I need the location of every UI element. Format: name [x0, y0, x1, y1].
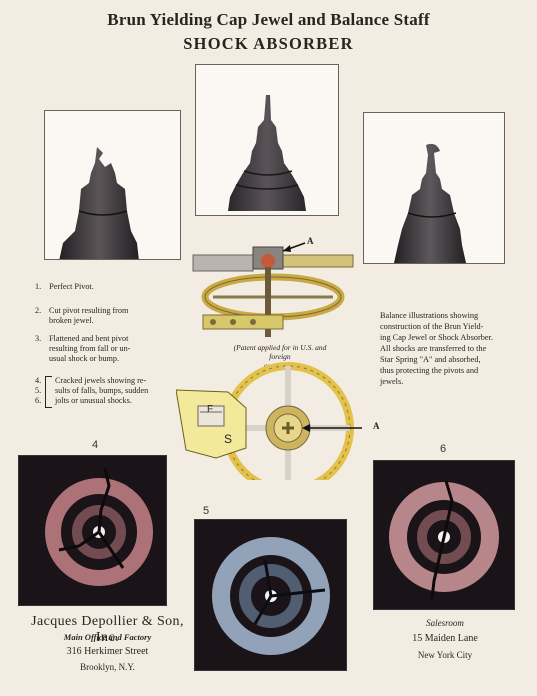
cracked-jewel-photo-5 — [194, 519, 347, 671]
main-office-street: 316 Herkimer Street — [66, 646, 149, 657]
description-line-5: Star Spring "A" and absorbed, — [380, 355, 481, 364]
legend-number-4: 4. — [35, 376, 42, 385]
legend-bracket — [45, 376, 52, 408]
legend-item-1-number: 1. — [35, 282, 42, 291]
salesroom-street: 15 Maiden Lane — [412, 633, 478, 644]
legend-item-456-line2: sults of falls, bumps, sudden — [55, 386, 149, 395]
description-line-4: All shocks are transferred to the — [380, 344, 487, 353]
regulator-s-label: S — [224, 432, 233, 446]
page-title: Brun Yielding Cap Jewel and Balance Staf… — [107, 10, 430, 29]
main-office-city: Brooklyn, N.Y. — [80, 662, 135, 672]
callout-a-top: A — [307, 236, 314, 246]
cracked-jewel-photo-4 — [18, 455, 167, 606]
salesroom-label: Salesroom — [426, 618, 464, 628]
legend-item-456-line3: jolts or unusual shocks. — [55, 396, 132, 405]
balance-cross-section-illustration — [183, 225, 363, 345]
legend-item-3-line2: resulting from fall or un- — [49, 344, 131, 353]
regulator-f-label: F — [207, 404, 214, 415]
cut-pivot-photo — [44, 110, 181, 260]
patent-note-line1: (Patent applied for in U.S. and foreign — [233, 343, 327, 361]
figure-number-6: 6 — [440, 443, 447, 455]
description-line-1: Balance illustrations showing — [380, 311, 479, 320]
legend-item-3-line1: Flattened and bent pivot — [49, 334, 129, 343]
legend-item-2-number: 2. — [35, 306, 42, 315]
legend-item-456-line1: Cracked jewels showing re- — [55, 376, 147, 385]
bent-pivot-photo — [363, 112, 505, 264]
legend-item-3: 3. Flattened and bent pivot resulting fr… — [35, 334, 130, 363]
description-line-2: construction of the Brun Yield- — [380, 322, 484, 331]
legend-item-2-line2: broken jewel. — [49, 316, 94, 325]
legend-item-2: 2. Cut pivot resulting from broken jewel… — [35, 306, 128, 325]
cracked-jewel-photo-6 — [373, 460, 515, 610]
legend-number-6: 6. — [35, 396, 42, 405]
figure-legend: 1. Perfect Pivot. 2. Cut pivot resulting… — [35, 282, 195, 412]
figure-number-5: 5 — [203, 505, 210, 517]
page-subtitle: SHOCK ABSORBER — [183, 34, 354, 53]
main-office-label: Main Office and Factory — [63, 632, 152, 642]
legend-item-3-number: 3. — [35, 334, 42, 343]
company-name: Jacques Depollier & Son, Inc. — [31, 614, 184, 645]
description-line-3: ing Cap Jewel or Shock Absorber. — [380, 333, 493, 342]
balance-top-view-illustration — [175, 362, 376, 494]
legend-item-2-line1: Cut pivot resulting from — [49, 306, 129, 315]
balance-description: Balance illustrations showing constructi… — [380, 310, 530, 387]
perfect-pivot-photo — [195, 64, 339, 216]
description-line-6: thus protecting the pivots and — [380, 366, 479, 375]
legend-item-1: 1. Perfect Pivot. — [35, 282, 94, 292]
legend-number-5: 5. — [35, 386, 42, 395]
legend-item-1-text: Perfect Pivot. — [49, 282, 94, 291]
salesroom-city: New York City — [417, 650, 473, 660]
figure-number-4: 4 — [92, 439, 99, 451]
callout-a-mid: A — [373, 421, 380, 431]
legend-item-3-line3: usual shock or bump. — [49, 354, 120, 363]
description-line-7: jewels. — [380, 377, 404, 386]
